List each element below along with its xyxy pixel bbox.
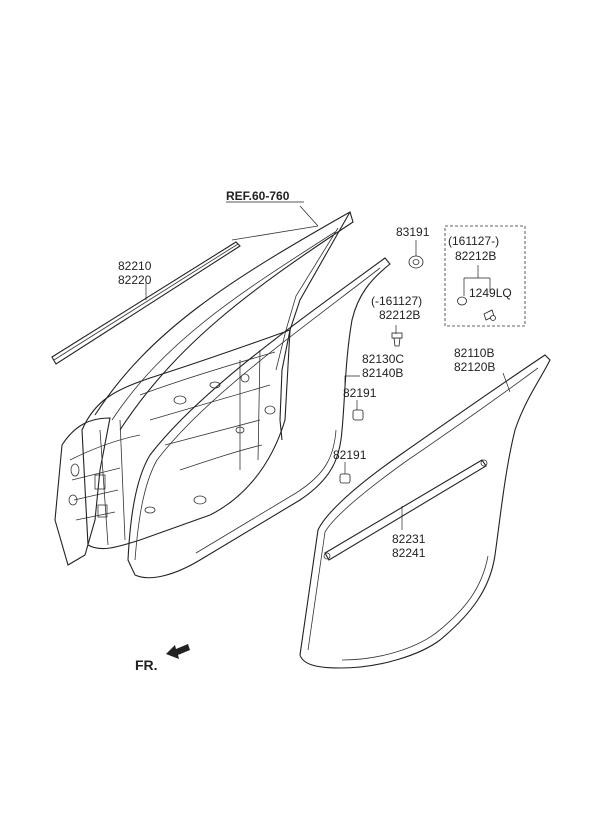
leader-lines bbox=[145, 205, 511, 530]
label-82120b: 82120B bbox=[454, 360, 495, 374]
callout-ref: REF.60-760 bbox=[226, 189, 304, 203]
inner-belt-weatherstrip bbox=[323, 459, 488, 561]
outer-belt-weatherstrip bbox=[51, 241, 241, 365]
callout-clip-prev: (-161127) 82212B bbox=[371, 294, 422, 322]
label-82110b: 82110B bbox=[454, 346, 494, 360]
label-82231: 82231 bbox=[392, 532, 426, 546]
callout-83191: 83191 bbox=[396, 225, 430, 239]
callout-body-seal: 82130C 82140B bbox=[362, 352, 404, 380]
callout-plug-upper: 82191 bbox=[343, 386, 377, 400]
plug-82191-upper-part bbox=[352, 409, 364, 421]
body-side-seal bbox=[127, 257, 391, 579]
fr-label: FR. bbox=[135, 657, 158, 673]
label-box-1249lq: 1249LQ bbox=[469, 286, 512, 300]
label-82241: 82241 bbox=[392, 546, 426, 560]
detail-box bbox=[444, 225, 526, 327]
label-82140b: 82140B bbox=[362, 366, 403, 380]
door-seal bbox=[299, 354, 551, 669]
callout-inner-strip: 82231 82241 bbox=[392, 532, 426, 560]
label-prev-date: (-161127) bbox=[371, 294, 422, 308]
label-82220: 82220 bbox=[118, 273, 152, 287]
plug-82191-lower-part bbox=[339, 473, 351, 484]
callout-plug-lower: 82191 bbox=[333, 448, 367, 462]
door-frame-drawing bbox=[54, 211, 354, 566]
callout-door-seal: 82110B 82120B bbox=[454, 346, 495, 374]
label-box-date: (161127-) bbox=[448, 234, 499, 248]
label-82191-upper: 82191 bbox=[343, 386, 377, 400]
fr-arrow-icon bbox=[166, 644, 190, 659]
label-82191-lower: 82191 bbox=[333, 448, 367, 462]
callout-box: (161127-) 82212B 1249LQ bbox=[448, 234, 512, 300]
front-direction-indicator: FR. bbox=[135, 644, 190, 673]
label-box-82212b: 82212B bbox=[455, 249, 496, 263]
label-prev-82212b: 82212B bbox=[379, 308, 420, 322]
label-83191: 83191 bbox=[396, 225, 430, 239]
ref-label: REF.60-760 bbox=[226, 189, 290, 203]
label-82130c: 82130C bbox=[362, 352, 404, 366]
label-82210: 82210 bbox=[118, 259, 152, 273]
callout-weatherstrip-outer: 82210 82220 bbox=[118, 259, 152, 287]
clip-83191-part bbox=[408, 255, 424, 269]
clip-82212b-prev-part bbox=[391, 332, 403, 347]
